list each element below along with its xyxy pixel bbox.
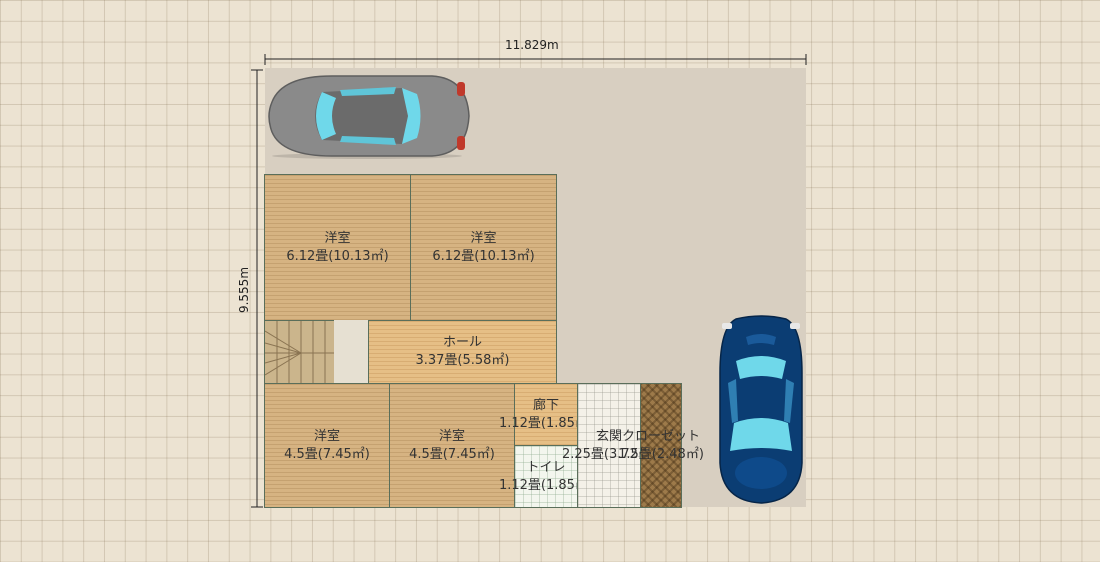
room-western-2[interactable]: 洋室 6.12畳(10.13㎡) bbox=[410, 174, 557, 321]
room-western-4[interactable]: 洋室 4.5畳(7.45㎡) bbox=[389, 383, 515, 508]
height-dimension-label: 9.555m bbox=[237, 266, 251, 314]
room-corridor[interactable]: 廊下 1.12畳(1.85㎡) bbox=[499, 383, 593, 446]
room-name: クローゼット bbox=[622, 428, 701, 444]
room-hall[interactable]: ホール 3.37畳(5.58㎡) bbox=[368, 320, 557, 384]
room-size: 2.25畳(3.72㎡) bbox=[561, 446, 657, 462]
room-name: トイレ bbox=[526, 459, 566, 475]
room-name: 玄関 bbox=[595, 428, 622, 444]
room-toilet[interactable]: トイレ 1.12畳(1.85㎡) bbox=[499, 445, 593, 508]
width-dimension-label: 11.829m bbox=[505, 38, 559, 52]
stairs bbox=[264, 320, 336, 385]
room-name: 洋室 bbox=[438, 428, 465, 444]
room-size: 1.12畳(1.85㎡) bbox=[498, 477, 594, 493]
room-name: 洋室 bbox=[324, 230, 351, 246]
room-name: 廊下 bbox=[532, 397, 559, 413]
room-size: 6.12畳(10.13㎡) bbox=[432, 248, 535, 264]
room-western-3[interactable]: 洋室 4.5畳(7.45㎡) bbox=[264, 383, 390, 508]
room-western-1[interactable]: 洋室 6.12畳(10.13㎡) bbox=[264, 174, 411, 321]
blue-car-icon bbox=[719, 315, 803, 504]
room-size: 1.5畳(2.48㎡) bbox=[618, 446, 704, 462]
room-name: ホール bbox=[442, 335, 482, 350]
room-entrance[interactable]: 玄関 2.25畳(3.72㎡) bbox=[562, 383, 656, 508]
room-size: 3.37畳(5.58㎡) bbox=[415, 353, 510, 368]
room-size: 4.5畳(7.45㎡) bbox=[284, 446, 370, 462]
room-size: 4.5畳(7.45㎡) bbox=[409, 446, 495, 462]
room-name: 洋室 bbox=[313, 428, 340, 444]
room-size: 6.12畳(10.13㎡) bbox=[286, 248, 389, 264]
stair-void bbox=[334, 320, 369, 384]
room-name: 洋室 bbox=[470, 230, 497, 246]
silver-car-icon bbox=[268, 75, 470, 159]
stairs-icon bbox=[264, 321, 336, 385]
room-size: 1.12畳(1.85㎡) bbox=[498, 415, 594, 431]
room-closet[interactable]: クローゼット 1.5畳(2.48㎡) bbox=[618, 383, 704, 508]
